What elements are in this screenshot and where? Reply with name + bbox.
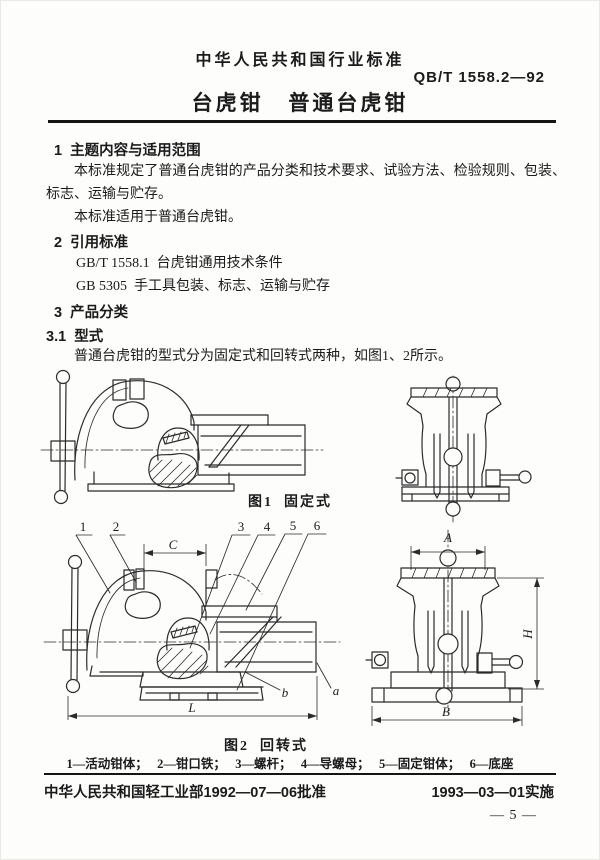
callout-5: 5 [290, 518, 297, 533]
dimension-a-label: a [333, 683, 340, 698]
page-number: — 5 — [490, 808, 537, 823]
callout-6: 6 [314, 518, 321, 533]
figure1-caption: 图1 固定式 [248, 495, 332, 510]
section1-heading: 1 主题内容与适用范围 [54, 143, 201, 159]
dimension-l-label: L [187, 700, 195, 715]
section1-paragraph1: 本标准规定了普通台虎钳的产品分类和技术要求、试验方法、检验规则、包装、标志、运输… [46, 164, 566, 202]
implementation-note: 1993—03—01实施 [431, 785, 554, 801]
approval-note: 中华人民共和国轻工业部1992—07—06批准 [44, 785, 327, 801]
figure2-side-view: 1 2 3 4 5 6 C L b a [43, 518, 341, 720]
callout-2: 2 [113, 519, 120, 534]
section2-heading: 2 引用标准 [54, 235, 129, 251]
section31-paragraph: 普通台虎钳的型式分为固定式和回转式两种，如图1、2所示。 [74, 349, 452, 364]
figure2-caption: 图2 回转式 [224, 739, 308, 754]
reference-gb-t-1558-1: GB/T 1558.1 台虎钳通用技术条件 [76, 256, 283, 271]
figure2-front-view: A H B [365, 529, 544, 726]
figure1-side-view [40, 369, 324, 505]
dimension-A-label: A [443, 530, 452, 545]
section1-paragraph2: 本标准适用于普通台虎钳。 [74, 210, 242, 225]
dimension-H-label: H [520, 629, 535, 640]
callout-4: 4 [264, 519, 271, 534]
dimension-b-label: b [282, 685, 289, 700]
dimension-c-label: C [169, 537, 178, 552]
reference-gb-5305: GB 5305 手工具包装、标志、运输与贮存 [76, 279, 330, 294]
figure1-front-view [395, 375, 532, 523]
standard-number: QB/T 1558.2—92 [413, 69, 545, 86]
standard-category: 中华人民共和国行业标准 [195, 52, 405, 69]
section31-heading: 3.1 型式 [46, 329, 104, 345]
callout-1: 1 [80, 519, 87, 534]
footer-rule [44, 773, 556, 775]
header-rule [48, 120, 556, 123]
figure2-legend: 1—活动钳体； 2—钳口铁； 3—螺杆； 4—导螺母； 5—固定钳体； 6—底座 [66, 757, 514, 771]
callout-3: 3 [238, 519, 245, 534]
section3-heading: 3 产品分类 [54, 305, 129, 321]
dimension-B-label: B [442, 704, 450, 719]
document-title: 台虎钳 普通台虎钳 [191, 91, 409, 115]
